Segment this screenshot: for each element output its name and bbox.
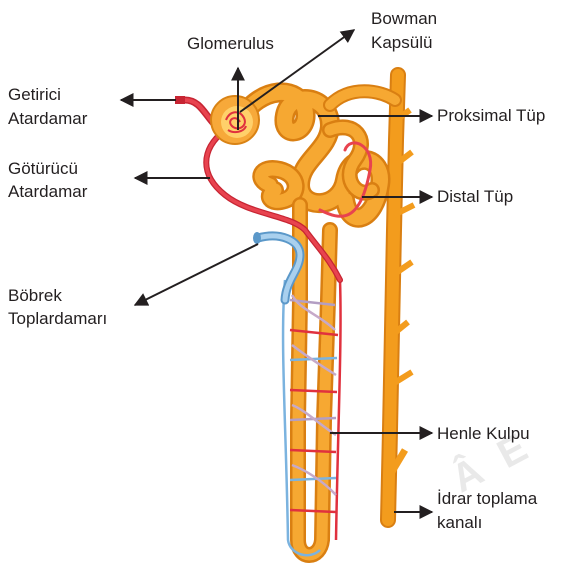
label-efferent-line1: Götürücü xyxy=(8,158,78,180)
label-efferent-line2: Atardamar xyxy=(8,181,87,203)
label-glomerulus: Glomerulus xyxy=(187,33,274,55)
label-proximal: Proksimal Tüp xyxy=(437,105,545,127)
label-bowman-line1: Bowman xyxy=(371,8,437,30)
label-bowman-line2: Kapsülü xyxy=(371,32,432,54)
label-afferent-line2: Atardamar xyxy=(8,108,87,130)
label-henle: Henle Kulpu xyxy=(437,423,530,445)
label-distal: Distal Tüp xyxy=(437,186,513,208)
label-collecting-line1: İdrar toplama xyxy=(437,488,537,510)
label-renal-vein-line1: Böbrek xyxy=(8,285,62,307)
label-collecting-line2: kanalı xyxy=(437,512,482,534)
collecting-duct xyxy=(388,75,414,520)
label-afferent-line1: Getirici xyxy=(8,84,61,106)
label-renal-vein-line2: Toplardamarı xyxy=(8,308,107,330)
convoluted-tubules xyxy=(240,91,395,218)
